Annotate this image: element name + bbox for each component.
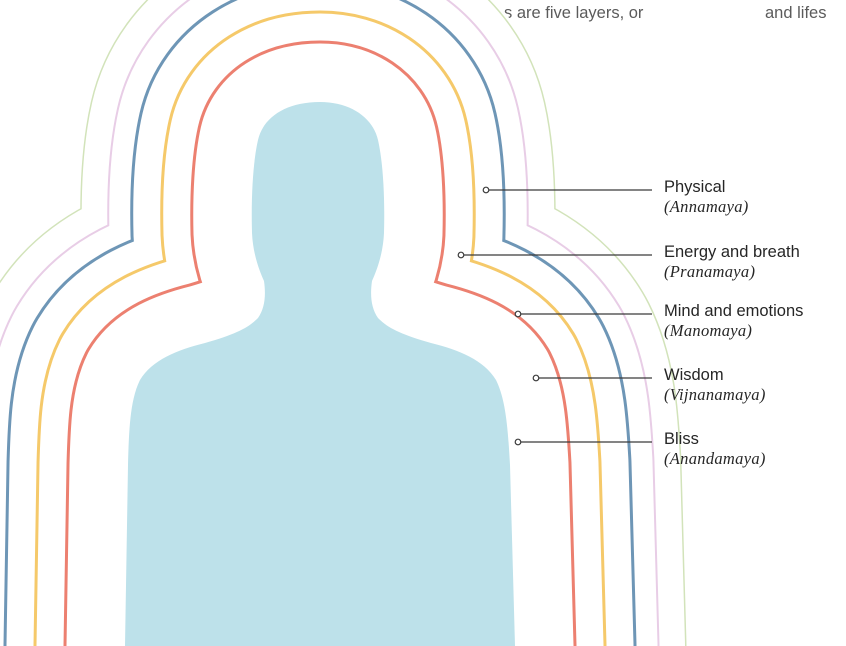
layer-name-wisdom: Wisdom bbox=[664, 365, 766, 385]
label-energy: Energy and breath (Pranamaya) bbox=[664, 242, 800, 281]
layer-sanskrit-wisdom: (Vijnanamaya) bbox=[664, 385, 766, 404]
label-bliss: Bliss (Anandamaya) bbox=[664, 429, 766, 468]
layer-sanskrit-mind: (Manomaya) bbox=[664, 321, 803, 340]
layer-name-mind: Mind and emotions bbox=[664, 301, 803, 321]
leader-dot-wisdom bbox=[533, 375, 539, 381]
layer-sanskrit-energy: (Pranamaya) bbox=[664, 262, 800, 281]
leader-dot-physical bbox=[483, 187, 489, 193]
layer-sanskrit-bliss: (Anandamaya) bbox=[664, 449, 766, 468]
layer-name-bliss: Bliss bbox=[664, 429, 766, 449]
label-wisdom: Wisdom (Vijnanamaya) bbox=[664, 365, 766, 404]
label-physical: Physical (Annamaya) bbox=[664, 177, 749, 216]
leader-dot-mind bbox=[515, 311, 521, 317]
layer-name-physical: Physical bbox=[664, 177, 749, 197]
layer-sanskrit-physical: (Annamaya) bbox=[664, 197, 749, 216]
leader-dot-bliss bbox=[515, 439, 521, 445]
label-mind: Mind and emotions (Manomaya) bbox=[664, 301, 803, 340]
layer-name-energy: Energy and breath bbox=[664, 242, 800, 262]
leader-dot-energy bbox=[458, 252, 464, 258]
